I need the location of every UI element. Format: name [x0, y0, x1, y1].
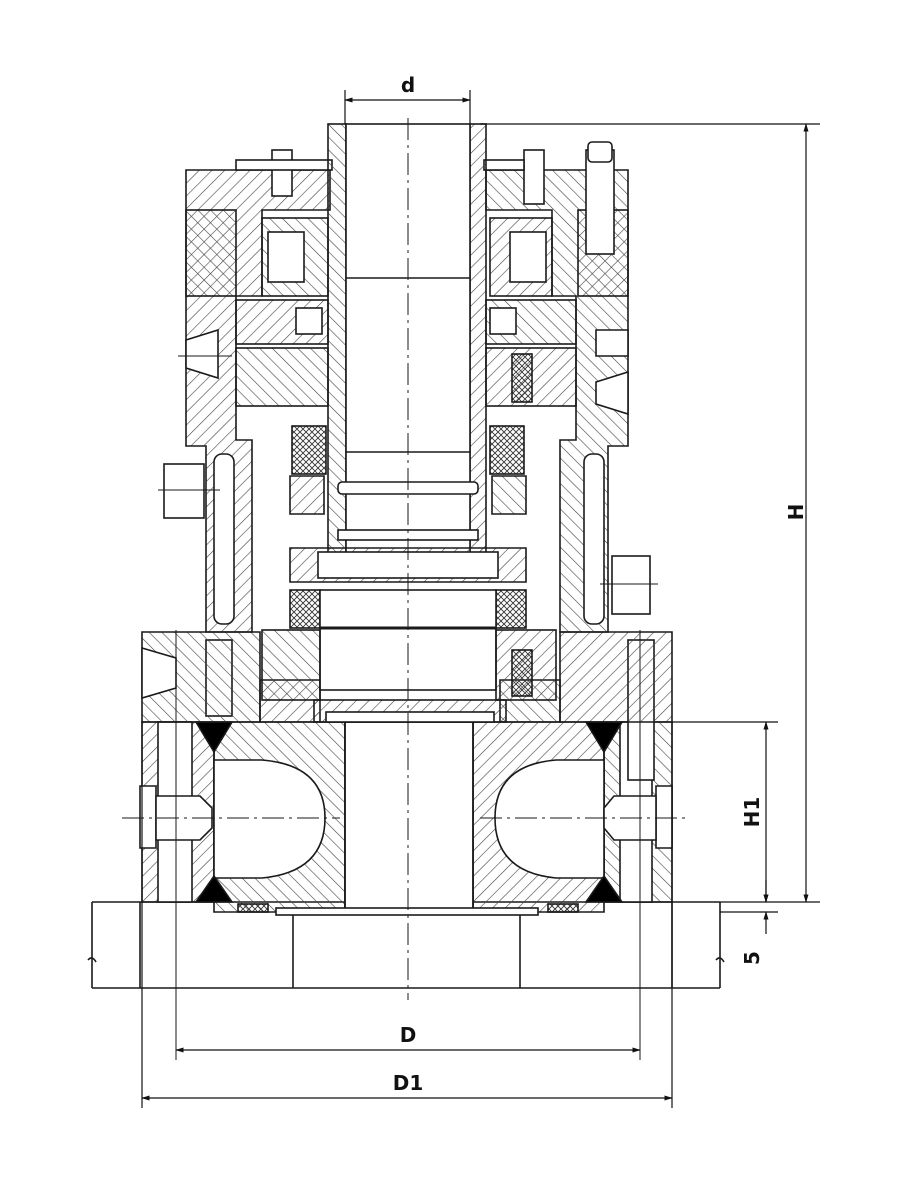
dim-label-5: 5: [740, 951, 764, 965]
shaft-sleeve: [261, 123, 557, 701]
centerlines: [122, 118, 688, 1060]
dim-label-H1: H1: [740, 797, 764, 828]
dimension-lines: [141, 90, 820, 1108]
upper-housing: [163, 141, 651, 633]
lower-housing: [139, 639, 673, 916]
dim-label-H: H: [784, 504, 808, 521]
dim-label-D1: D1: [393, 1071, 424, 1095]
mid-flange: [141, 631, 673, 723]
dim-label-D: D: [400, 1023, 417, 1047]
dim-label-d: d: [401, 73, 415, 97]
